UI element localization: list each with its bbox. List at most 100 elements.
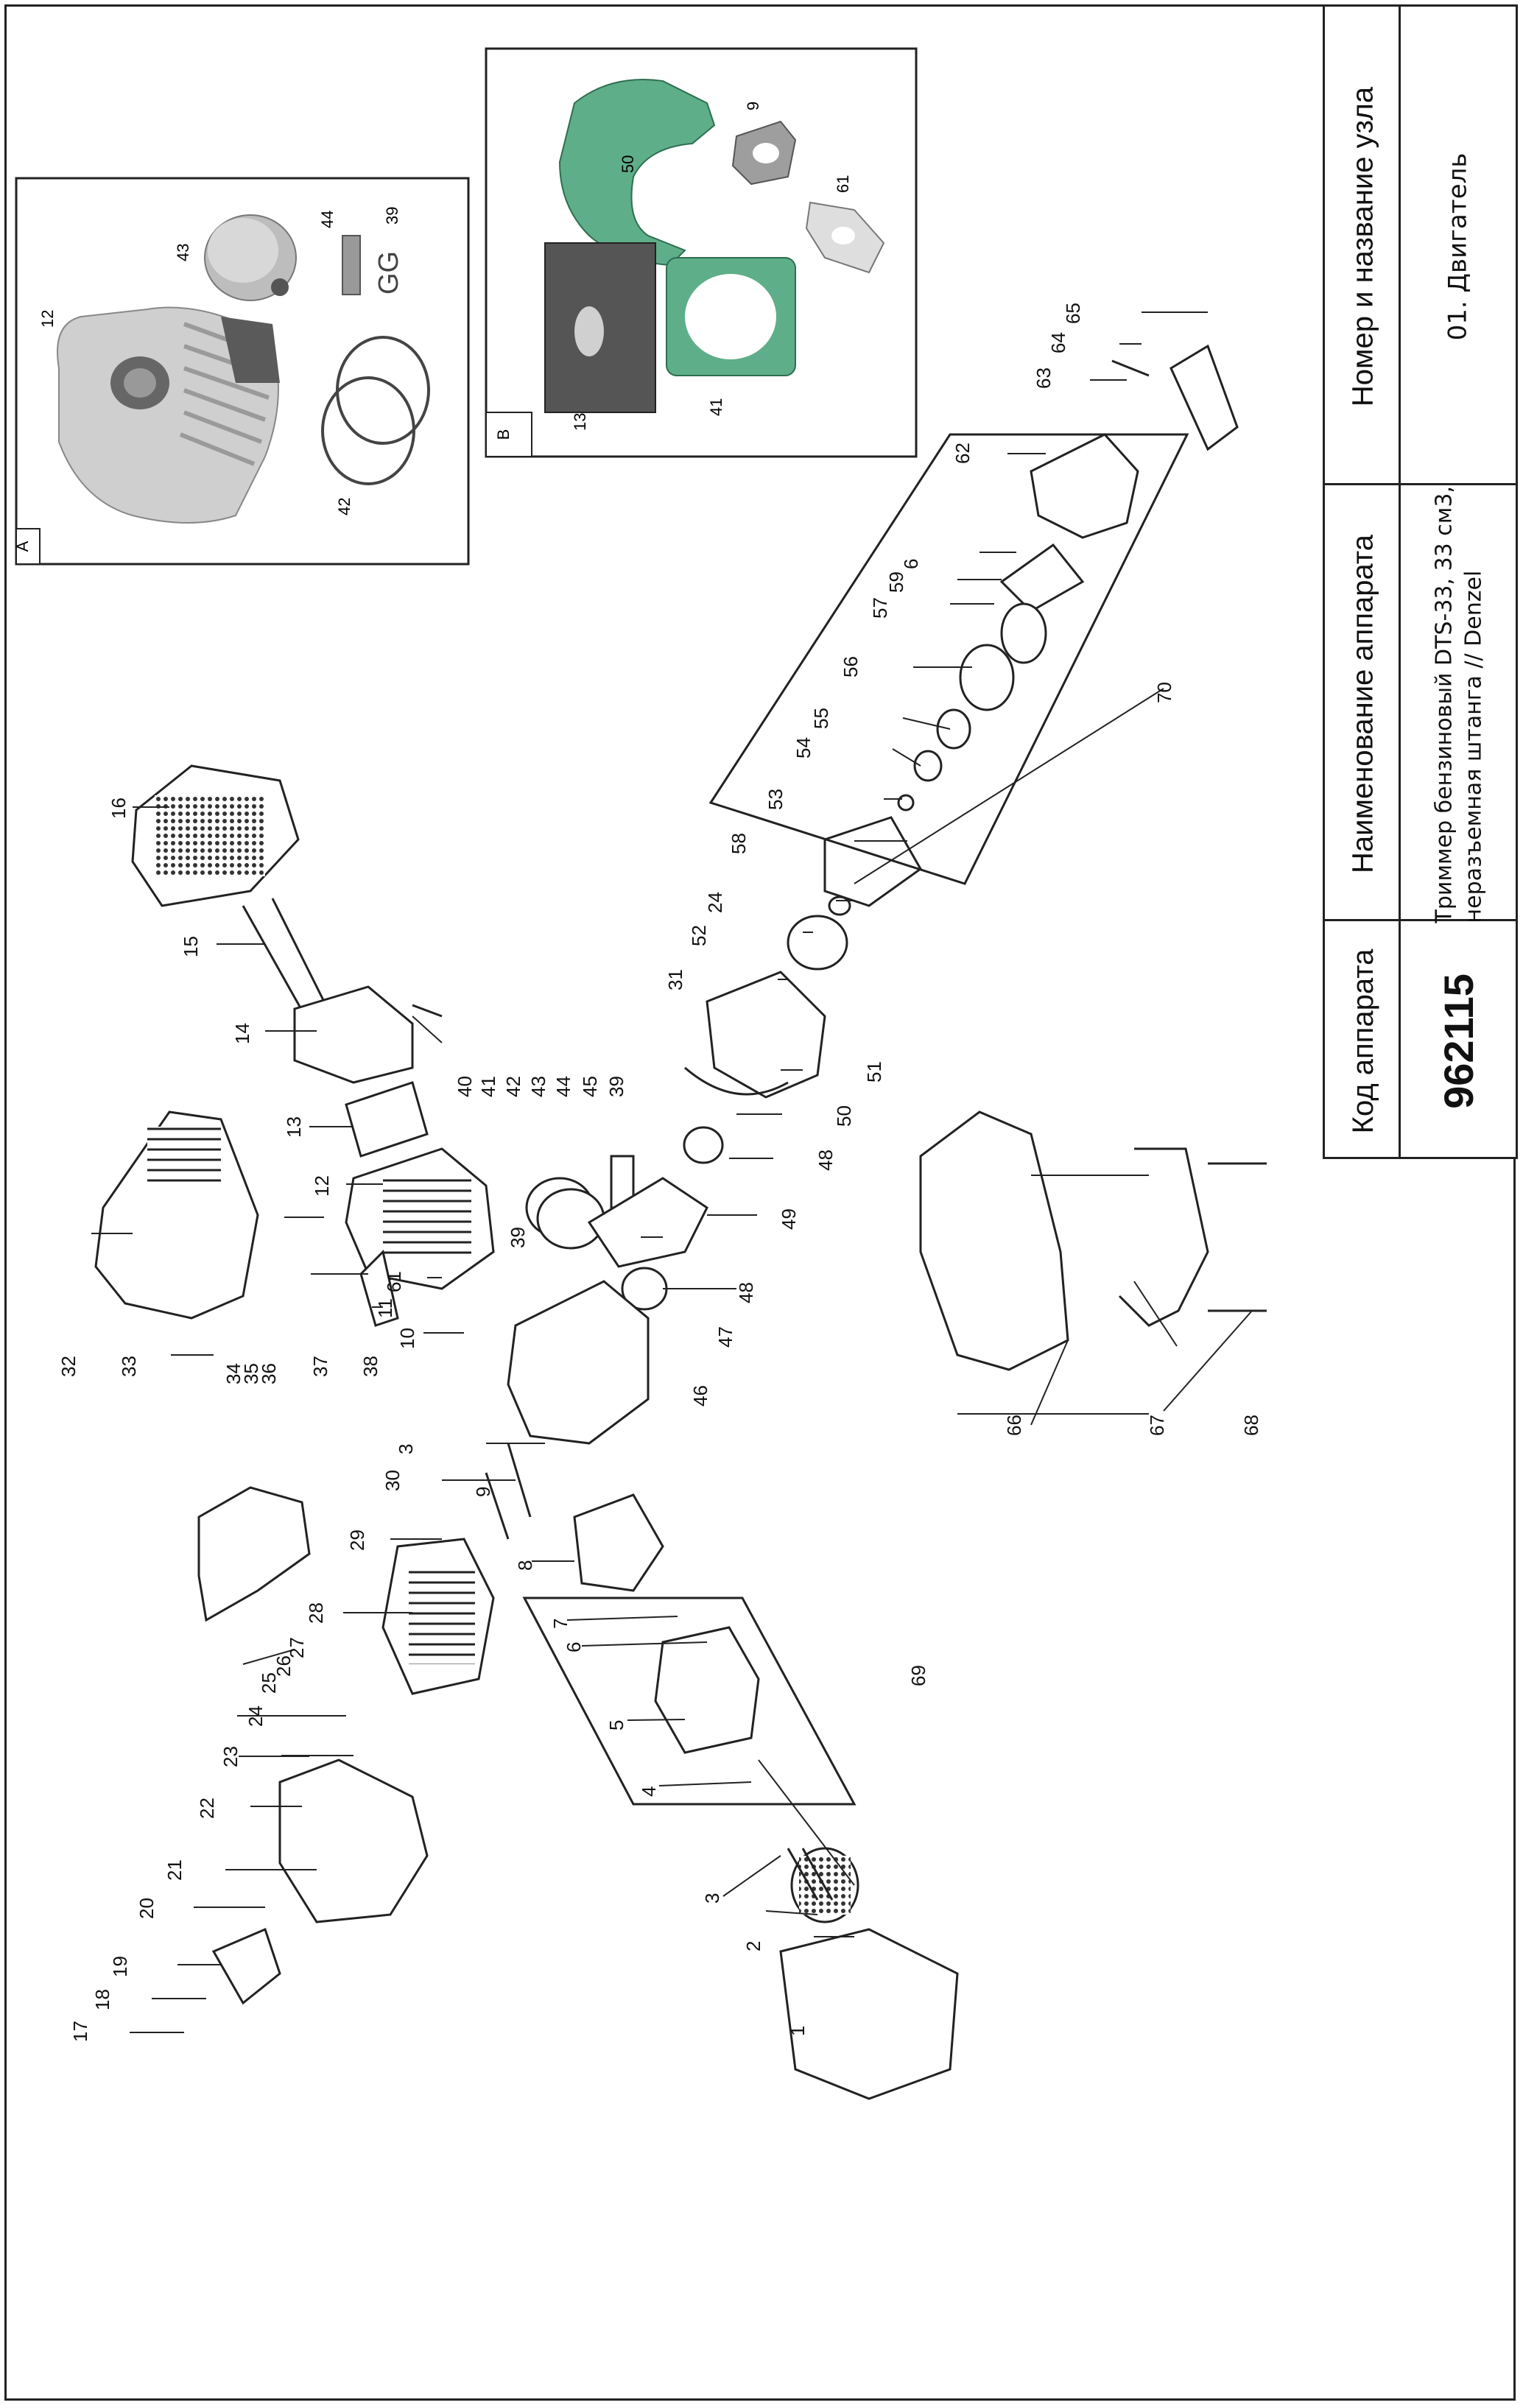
- part-6-rope-handle: [999, 543, 1085, 613]
- callout-1: 1: [787, 2026, 809, 2036]
- callout-36: 36: [258, 1363, 280, 1384]
- part-55-spring: [936, 708, 971, 750]
- piston-photo: [204, 214, 297, 301]
- callout-55: 55: [810, 708, 832, 729]
- part-1-air-filter-cover: [779, 1928, 959, 2100]
- inset-a-callout-12: 12: [38, 310, 57, 328]
- part-63-bolt: [1111, 359, 1150, 377]
- part-38-spark-plug: [359, 1250, 399, 1327]
- part-30-bolt: [485, 1472, 510, 1540]
- callout-14: 14: [231, 1023, 253, 1044]
- inset-b-callout-41: 41: [707, 398, 725, 416]
- cylinder-photo: [57, 306, 280, 524]
- callout-24-flywheel: 24: [245, 1705, 267, 1727]
- callout-62: 62: [952, 443, 974, 464]
- callout-3-upper: 3: [395, 1444, 417, 1454]
- callout-45: 45: [579, 1076, 601, 1097]
- callout-numbers: 1 2 3 3 4 5 6 6 7 8 9 10 11 12 13 14 15 …: [57, 303, 1262, 2042]
- callout-57: 57: [869, 597, 891, 619]
- inset-b-callout-13: 13: [571, 413, 589, 431]
- part-48-bearing-2: [683, 1126, 724, 1164]
- callout-41: 41: [477, 1076, 499, 1097]
- part-57-spring: [1000, 602, 1047, 664]
- callout-7: 7: [549, 1619, 571, 1629]
- part-46-crankcase: [507, 1280, 650, 1445]
- inset-a-label: A: [13, 541, 32, 552]
- part-5-filter-base: [654, 1626, 760, 1754]
- part-24-nut: [828, 895, 851, 916]
- callout-26: 26: [272, 1655, 295, 1677]
- inset-a-callout-44: 44: [318, 211, 337, 228]
- inset-a-callout-43: 43: [174, 244, 192, 261]
- callout-47: 47: [714, 1326, 736, 1348]
- part-30-bolt-2: [507, 1443, 532, 1518]
- callout-38: 38: [359, 1356, 381, 1377]
- callout-24-clutch: 24: [704, 892, 726, 913]
- part-40-screw: [412, 1004, 443, 1018]
- part-3-bolt-2: [801, 1848, 834, 1901]
- callout-61: 61: [383, 1271, 405, 1292]
- callout-23: 23: [219, 1746, 242, 1767]
- inset-b-callout-50: 50: [619, 155, 637, 173]
- part-33-engine-cover: [94, 1110, 259, 1320]
- part-14-muffler: [293, 985, 414, 1084]
- unit-value-cell: 01. Двигатель: [1399, 4, 1518, 485]
- inset-b-label-box: [485, 412, 532, 457]
- part-66-fuel-tank: [919, 1110, 1069, 1371]
- callout-21: 21: [163, 1859, 186, 1881]
- page-border: [4, 4, 1516, 2401]
- part-56-pulley: [959, 644, 1015, 711]
- callout-9: 9: [472, 1487, 494, 1497]
- callout-46: 46: [689, 1385, 711, 1407]
- callout-29: 29: [346, 1529, 368, 1551]
- part-50-gasket: [684, 1066, 789, 1096]
- part-15-stud-2: [271, 898, 333, 1017]
- code-header-cell: Код аппарата: [1323, 919, 1401, 1159]
- callout-27: 27: [286, 1637, 308, 1658]
- callout-42: 42: [502, 1076, 524, 1097]
- callout-34: 34: [222, 1363, 245, 1384]
- callout-39-lower: 39: [507, 1227, 529, 1248]
- callout-31: 31: [664, 969, 686, 990]
- callout-25: 25: [258, 1672, 280, 1694]
- callout-40: 40: [454, 1076, 476, 1097]
- inset-b-callout-61: 61: [834, 175, 852, 193]
- callout-48-lower: 48: [735, 1282, 757, 1303]
- part-62-starter-housing: [1030, 433, 1139, 539]
- inset-b-callout-9: 9: [744, 102, 762, 110]
- callout-64: 64: [1047, 332, 1069, 353]
- callout-52: 52: [688, 925, 710, 946]
- callout-53: 53: [764, 789, 787, 810]
- callout-3-lower: 3: [701, 1893, 723, 1904]
- part-58-plate: [823, 816, 922, 907]
- callout-17: 17: [69, 2021, 91, 2042]
- callout-2: 2: [742, 1941, 764, 1951]
- assembly-parts: [94, 344, 1267, 2100]
- part-67-frame: [1118, 1147, 1209, 1327]
- part-3-bolt: [787, 1848, 819, 1901]
- part-34-ignition-coil: [197, 1486, 311, 1622]
- inset-b-label: B: [494, 429, 513, 440]
- callout-44: 44: [552, 1076, 574, 1097]
- inset-a-label-box: [15, 528, 41, 565]
- callout-28: 28: [305, 1602, 327, 1624]
- part-19-pulley: [211, 1927, 281, 2005]
- part-53-screw: [897, 794, 915, 812]
- box-70-starter-group: [708, 433, 1189, 885]
- gasket-50: [558, 79, 716, 267]
- callout-54: 54: [792, 737, 815, 758]
- callout-30: 30: [381, 1470, 404, 1491]
- callout-13: 13: [283, 1116, 305, 1138]
- part-54-pawl: [913, 750, 943, 782]
- callout-69: 69: [907, 1665, 929, 1686]
- callout-20: 20: [136, 1898, 158, 1919]
- box-69-filter-housing-group: [522, 1596, 857, 1806]
- callout-15: 15: [180, 936, 202, 957]
- inset-b: B 50 9 61 13 41: [485, 47, 918, 458]
- callout-48-upper: 48: [815, 1150, 837, 1171]
- callout-22: 22: [196, 1798, 218, 1819]
- inset-a-callout-39: 39: [383, 207, 401, 225]
- callout-5: 5: [605, 1720, 627, 1731]
- callout-56: 56: [840, 656, 862, 677]
